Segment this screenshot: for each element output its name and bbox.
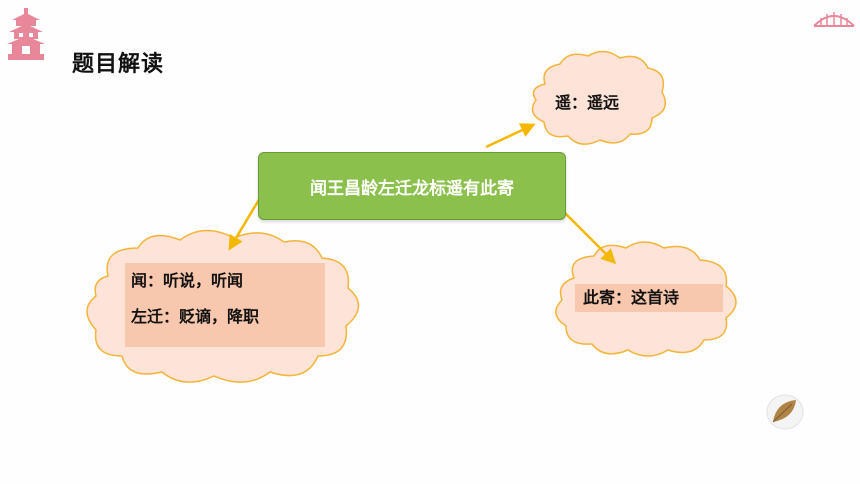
explanation-left-line2: 左迁：贬谪，降职 <box>131 307 260 326</box>
center-title-box: 闻王昌龄左迁龙标遥有此寄 <box>258 152 566 220</box>
slide-title: 题目解读 <box>72 52 165 77</box>
arrow-to-right <box>563 211 617 265</box>
arrow-to-top <box>485 123 536 149</box>
leaf-icon <box>766 394 804 430</box>
arrow-to-left <box>228 197 262 251</box>
pagoda-icon <box>7 8 45 60</box>
bridge-icon <box>813 12 855 27</box>
explanation-left: 闻：听说，听闻 左迁：贬谪，降职 <box>125 263 325 347</box>
explanation-right: 此寄：这首诗 <box>575 284 723 312</box>
explanation-top: 遥：遥远 <box>555 93 620 112</box>
center-title: 闻王昌龄左迁龙标遥有此寄 <box>310 178 514 199</box>
cloud-top <box>531 50 667 145</box>
explanation-left-line1: 闻：听说，听闻 <box>131 271 244 290</box>
